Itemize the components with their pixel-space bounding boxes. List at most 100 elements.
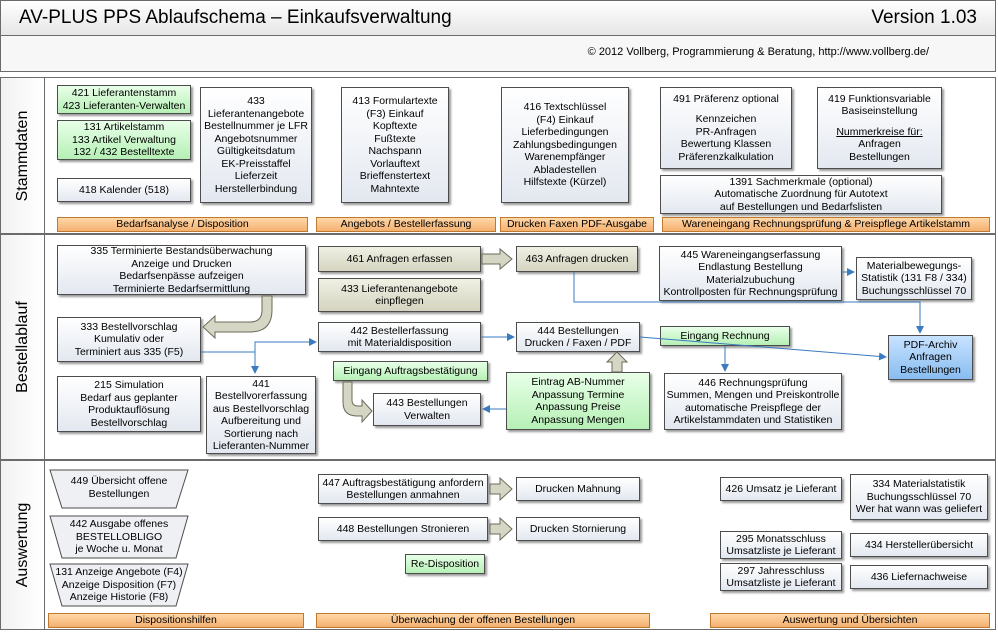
phase-ueberwachung: Überwachung der offenen Bestellungen <box>316 613 650 628</box>
box-pdf-archiv-line-1: PDF-Archiv <box>903 338 958 351</box>
box-447-auftragsbestaetigung-anfordern-line-2: Bestellungen anmahnen <box>346 489 460 501</box>
box-drucken-stornierung: Drucken Stornierung <box>516 517 640 541</box>
box-333-bestellvorschlag-line-3: Terminiert aus 335 (F5) <box>74 345 184 358</box>
box-re-disposition-line-1: Re-Disposition <box>410 557 480 570</box>
box-materialbewegungs-statistik-line-2: Statistik (131 F8 / 334) <box>861 272 967 285</box>
box-445-wareneingangserfassung-line-3: Materialzubuchung <box>706 273 795 286</box>
copyright-bar: © 2012 Vollberg, Programmierung & Beratu… <box>0 36 996 72</box>
box-461-anfragen-erfassen: 461 Anfragen erfassen <box>318 246 481 272</box>
box-426-umsatz: 426 Umsatz je Lieferant <box>720 477 842 501</box>
box-433-lieferantenangebote-line-3: Bestellnummer je LFR <box>204 120 308 132</box>
box-297-jahresschluss-line-1: 297 Jahresschluss <box>737 564 825 577</box>
box-416-textschluessel-line-7: Hilfstexte (Kürzel) <box>523 176 607 189</box>
box-1391-sachmerkmale-line-1: 1391 Sachmerkmale (optional) <box>729 175 873 188</box>
box-433-lieferantenangebote-line-1: 433 <box>247 95 265 107</box>
box-line-2: Bestellungen <box>88 487 150 500</box>
box-441-bestellvorerfassung-line-5: Sortierung nach <box>223 427 299 440</box>
phase-drucken-faxen: Drucken Faxen PDF-Ausgabe <box>500 217 654 232</box>
box-416-textschluessel-line-4: Zahlungsbedingungen <box>513 138 617 151</box>
box-413-formulartexte-line-2: (F3) Einkauf <box>366 107 424 120</box>
box-434-herstelleruebersicht-line-1: 434 Herstellerübersicht <box>865 538 973 551</box>
box-436-liefernachweise-line-1: 436 Liefernachweise <box>870 570 968 583</box>
box-line-3: Anzeige Historie (F8) <box>69 591 169 603</box>
b419-line-4: Anfragen <box>858 138 901 151</box>
box-416-textschluessel-line-6: Abladestellen <box>533 163 597 176</box>
box-446-rechnungspruefung-line-2: Summen, Mengen und Preiskontrolle <box>666 389 840 401</box>
box-461-anfragen-erfassen-line-1: 461 Anfragen erfassen <box>346 252 453 265</box>
box-491-praeferenz-line-4: PR-Anfragen <box>695 125 757 138</box>
box-434-herstelleruebersicht: 434 Herstellerübersicht <box>850 533 988 557</box>
box-re-disposition: Re-Disposition <box>405 554 485 574</box>
box-442-bestellerfassung-line-2: mit Materialdisposition <box>347 337 452 349</box>
box-436-liefernachweise: 436 Liefernachweise <box>850 565 988 589</box>
box-491-praeferenz-line-6: Präferenzkalkulation <box>678 150 774 163</box>
box-eingang-auftragsbestaetigung: Eingang Auftragsbestätigung <box>333 361 488 381</box>
box-491-praeferenz-line-1: 491 Präferenz optional <box>673 92 779 105</box>
box-445-wareneingangserfassung-line-4: Kontrollposten für Rechnungsprüfung <box>663 286 838 298</box>
page-title: AV-PLUS PPS Ablaufschema – Einkaufsverwa… <box>19 7 452 28</box>
box-416-textschluessel-line-5: Warenempfänger <box>524 151 606 164</box>
box-419-funktionsvariable: 419 Funktionsvariable Basiseinstellung N… <box>817 87 942 169</box>
box-443-bestellungen-verwalten-line-2: Verwalten <box>403 409 451 422</box>
box-materialbewegungs-statistik: Materialbewegungs-Statistik (131 F8 / 33… <box>856 257 972 300</box>
box-444-bestellungen-drucken-line-1: 444 Bestellungen <box>537 324 619 337</box>
box-433-angebote-einpflegen-line-1: 433 Lieferantenangebote <box>341 282 458 295</box>
copyright-text: © 2012 Vollberg, Programmierung & Beratu… <box>587 46 929 58</box>
trap-131-anzeige: 131 Anzeige Angebote (F4)Anzeige Disposi… <box>48 563 190 607</box>
box-447-auftragsbestaetigung-anfordern-line-1: 447 Auftragsbestätigung anfordern <box>322 476 484 489</box>
box-335-bestandsueberwachung-line-3: Bedarfsenpässe aufzeigen <box>119 270 244 282</box>
phase-bedarfsanalyse: Bedarfsanalyse / Disposition <box>57 217 308 232</box>
b419-nummerkreise-link[interactable]: Nummerkreise für: <box>836 125 923 138</box>
box-433-lieferantenangebote-line-7: Lieferzeit <box>234 170 278 182</box>
trap-442-shape <box>49 515 189 559</box>
box-eintrag-ab-nummer-line-3: Anpassung Preise <box>535 401 621 413</box>
box-444-bestellungen-drucken-line-2: Drucken / Faxen / PDF <box>524 337 632 349</box>
box-418-kalender: 418 Kalender (518) <box>57 178 191 202</box>
box-433-lieferantenangebote-line-4: Angebotsnummer <box>214 132 298 145</box>
box-491-praeferenz-line-5: Bewertung Klassen <box>680 138 772 151</box>
trap-449-shape <box>49 469 189 509</box>
box-line-3: je Woche u. Monat <box>75 543 163 555</box>
box-drucken-mahnung-line-1: Drucken Mahnung <box>535 482 621 495</box>
box-line-1: 449 Übersicht offene <box>70 475 168 487</box>
box-413-formulartexte-line-1: 413 Formulartexte <box>352 95 438 107</box>
phase-dispositionshilfen: Dispositionshilfen <box>48 613 304 628</box>
box-433-lieferantenangebote-line-2: Lieferantenangebote <box>207 107 305 120</box>
box-eintrag-ab-nummer-line-1: Eintrag AB-Nummer <box>531 376 625 388</box>
box-441-bestellvorerfassung-line-2: Bestellvorerfassung <box>214 390 308 402</box>
box-1391-sachmerkmale-line-3: auf Bestellungen und Bedarfslisten <box>719 200 883 213</box>
box-445-wareneingangserfassung-line-2: Endlastung Bestellung <box>698 261 803 273</box>
box-463-anfragen-drucken: 463 Anfragen drucken <box>516 246 638 272</box>
b419-line-5: Bestellungen <box>849 150 910 163</box>
box-445-wareneingangserfassung-line-1: 445 Wareneingangserfassung <box>680 248 821 261</box>
box-443-bestellungen-verwalten-line-1: 443 Bestellungen <box>386 397 468 409</box>
box-441-bestellvorerfassung-line-4: Aufbereitung und <box>221 415 301 427</box>
version-label: Version 1.03 <box>871 7 977 28</box>
box-materialbewegungs-statistik-line-3: Buchungsschlüssel 70 <box>861 284 967 297</box>
box-446-rechnungspruefung-line-1: 446 Rechnungsprüfung <box>698 376 808 389</box>
phase-angebots-bestellerfassung: Angebots / Bestellerfassung <box>316 217 496 232</box>
trap-131-shape <box>49 563 189 607</box>
box-433-lieferantenangebote-line-6: EK-Preisstaffel <box>221 157 291 170</box>
box-eingang-auftragsbestaetigung-line-1: Eingang Auftragsbestätigung <box>343 364 478 377</box>
box-215-simulation-line-3: Produktauflösung <box>88 404 170 416</box>
box-335-bestandsueberwachung-line-4: Terminierte Bedarfsermittlung <box>112 282 251 295</box>
box-line-1: 131 Anzeige Angebote (F4) <box>55 566 183 578</box>
b419-line-2: Basiseinstellung <box>841 105 918 118</box>
box-441-bestellvorerfassung-line-6: Lieferanten-Nummer <box>212 440 310 452</box>
box-441-bestellvorerfassung-line-3: aus Bestellvorschlag <box>212 402 310 415</box>
box-131-artikelstamm-line-3: 132 / 432 Bestelltexte <box>73 146 175 159</box>
box-448-stornieren: 448 Bestellungen Stronieren <box>318 517 488 541</box>
